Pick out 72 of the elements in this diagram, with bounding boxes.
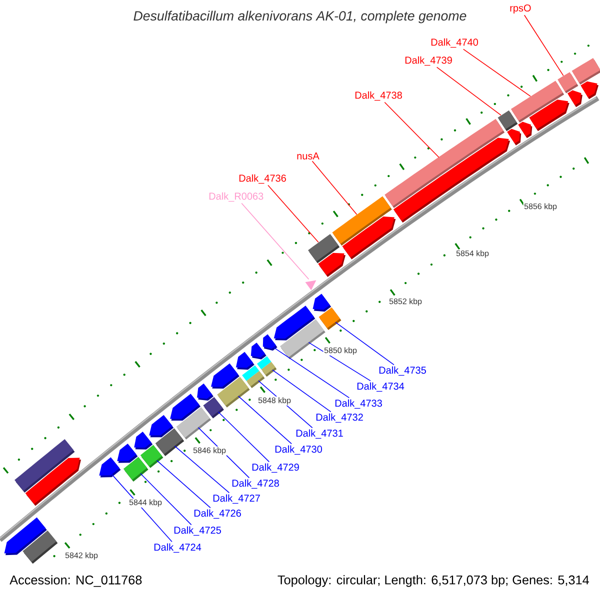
gene-glyph xyxy=(197,384,214,401)
gene-label: Dalk_4733 xyxy=(335,399,382,409)
leader-line xyxy=(218,411,270,462)
gene-glyph xyxy=(529,100,570,132)
leader-line xyxy=(112,474,172,542)
leader-line xyxy=(335,322,394,366)
gene-block xyxy=(176,407,212,440)
gene-label: Dalk_R0063 xyxy=(209,192,264,202)
gene-glyph xyxy=(342,216,396,260)
gene-block xyxy=(155,428,184,456)
scale-label: 5852 kbp xyxy=(388,297,423,307)
gene-glyph xyxy=(312,294,332,312)
gene-glyph xyxy=(580,81,599,100)
gene-block xyxy=(22,530,58,564)
gene-glyph xyxy=(305,280,316,290)
gene-label: Dalk_4731 xyxy=(296,429,343,439)
gene-label: nusA xyxy=(297,152,320,160)
gene-label: Dalk_4732 xyxy=(316,413,363,423)
leader-line xyxy=(436,66,502,116)
gene-block xyxy=(242,365,265,388)
gene-glyph xyxy=(262,334,278,351)
gene-glyph xyxy=(318,252,346,277)
gene-glyph xyxy=(568,90,582,108)
gene-label: Dalk_4738 xyxy=(355,91,402,101)
scale-label: 5844 kbp xyxy=(128,498,163,508)
gene-block xyxy=(280,319,326,360)
gene-glyph xyxy=(25,458,82,506)
leader-line xyxy=(384,102,440,158)
gene-label: Dalk_4724 xyxy=(154,543,202,553)
leader-line xyxy=(312,160,358,215)
title: Desulfatibacillum alkenivorans AK-01, complete genome xyxy=(134,10,466,24)
gene-label: Dalk_4730 xyxy=(275,445,322,455)
gene-glyph xyxy=(393,138,510,223)
leader-line xyxy=(268,184,319,243)
scale-label: 5846 kbp xyxy=(192,446,227,456)
gene-label: Dalk_4725 xyxy=(174,526,221,536)
gene-label: Dalk_4735 xyxy=(379,366,426,376)
gene-label: Dalk_4727 xyxy=(213,494,260,504)
gene-glyph xyxy=(507,128,522,146)
leader-line xyxy=(241,202,310,280)
scale-label: 5850 kbp xyxy=(323,346,358,356)
gene-block xyxy=(203,396,224,418)
gene-label: Dalk_4736 xyxy=(239,174,286,184)
genome-stats-label: Topology: circular; Length: 6,517,073 bp; Genes: 5,314 xyxy=(278,575,589,587)
accession-label: Accession: NC_011768 xyxy=(10,575,142,587)
gene-block xyxy=(140,444,164,468)
gene-block xyxy=(257,356,277,377)
gene-label: Dalk_4734 xyxy=(357,382,404,392)
gene-glyph xyxy=(99,457,121,478)
gene-label: Dalk_4740 xyxy=(431,38,478,48)
gene-label: rpsO xyxy=(510,4,531,14)
scale-label: 5856 kbp xyxy=(523,202,558,212)
gene-label: Dalk_4728 xyxy=(232,479,279,489)
gene-block xyxy=(318,307,342,330)
leader-line xyxy=(273,347,350,398)
scale-label: 5842 kbp xyxy=(64,551,99,561)
leader-line xyxy=(140,473,192,526)
leader-line xyxy=(462,48,531,97)
gene-block xyxy=(572,58,600,85)
gene-block xyxy=(217,376,250,408)
scale-label: 5848 kbp xyxy=(257,396,292,406)
gene-label: Dalk_4729 xyxy=(252,463,299,473)
leader-line xyxy=(238,396,292,444)
leader-line xyxy=(524,14,564,76)
gene-glyph xyxy=(518,122,532,138)
leader-line xyxy=(156,460,211,508)
leader-line xyxy=(272,370,332,412)
leader-line xyxy=(308,342,371,382)
scale-label: 5854 kbp xyxy=(455,249,490,259)
gene-label: Dalk_4739 xyxy=(405,56,452,66)
gene-block xyxy=(123,456,148,482)
gene-label: Dalk_4726 xyxy=(194,509,241,519)
